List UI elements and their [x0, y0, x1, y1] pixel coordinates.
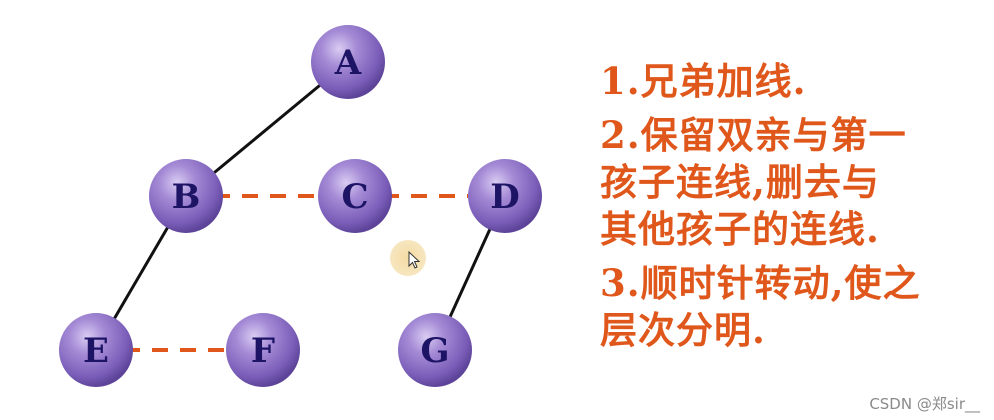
node-f: F [226, 313, 300, 387]
node-label: C [341, 177, 368, 217]
node-label: G [420, 331, 449, 371]
node-b: B [149, 159, 223, 233]
node-circle [226, 313, 300, 387]
node-label: A [334, 43, 362, 83]
node-circle [468, 159, 542, 233]
node-d: D [468, 159, 542, 233]
cursor-highlight-icon [390, 240, 426, 276]
step-line: 1.兄弟加线. [600, 59, 807, 103]
node-c: C [318, 159, 392, 233]
node-circle [59, 313, 133, 387]
step-2: 2.保留双亲与第一 孩子连线,删去与 其他孩子的连线. [600, 112, 980, 253]
node-e: E [59, 313, 133, 387]
node-circle [311, 25, 385, 99]
step-line: 孩子连线,删去与 [600, 160, 880, 204]
steps-list: 1.兄弟加线. 2.保留双亲与第一 孩子连线,删去与 其他孩子的连线. 3.顺时… [600, 58, 980, 361]
step-line: 2.保留双亲与第一 [600, 113, 907, 157]
node-label: D [490, 177, 519, 217]
node-circle [398, 313, 472, 387]
node-circle [318, 159, 392, 233]
step-line: 其他孩子的连线. [600, 207, 880, 251]
node-label: E [83, 331, 109, 371]
step-3: 3.顺时针转动,使之 层次分明. [600, 260, 980, 354]
node-label: F [251, 331, 275, 371]
step-1: 1.兄弟加线. [600, 58, 980, 105]
node-label: B [172, 177, 201, 217]
step-line: 层次分明. [600, 308, 766, 352]
node-g: G [398, 313, 472, 387]
node-circle [149, 159, 223, 233]
step-line: 3.顺时针转动,使之 [600, 261, 921, 305]
watermark: CSDN @郑sir__ [869, 395, 980, 413]
node-a: A [311, 25, 385, 99]
